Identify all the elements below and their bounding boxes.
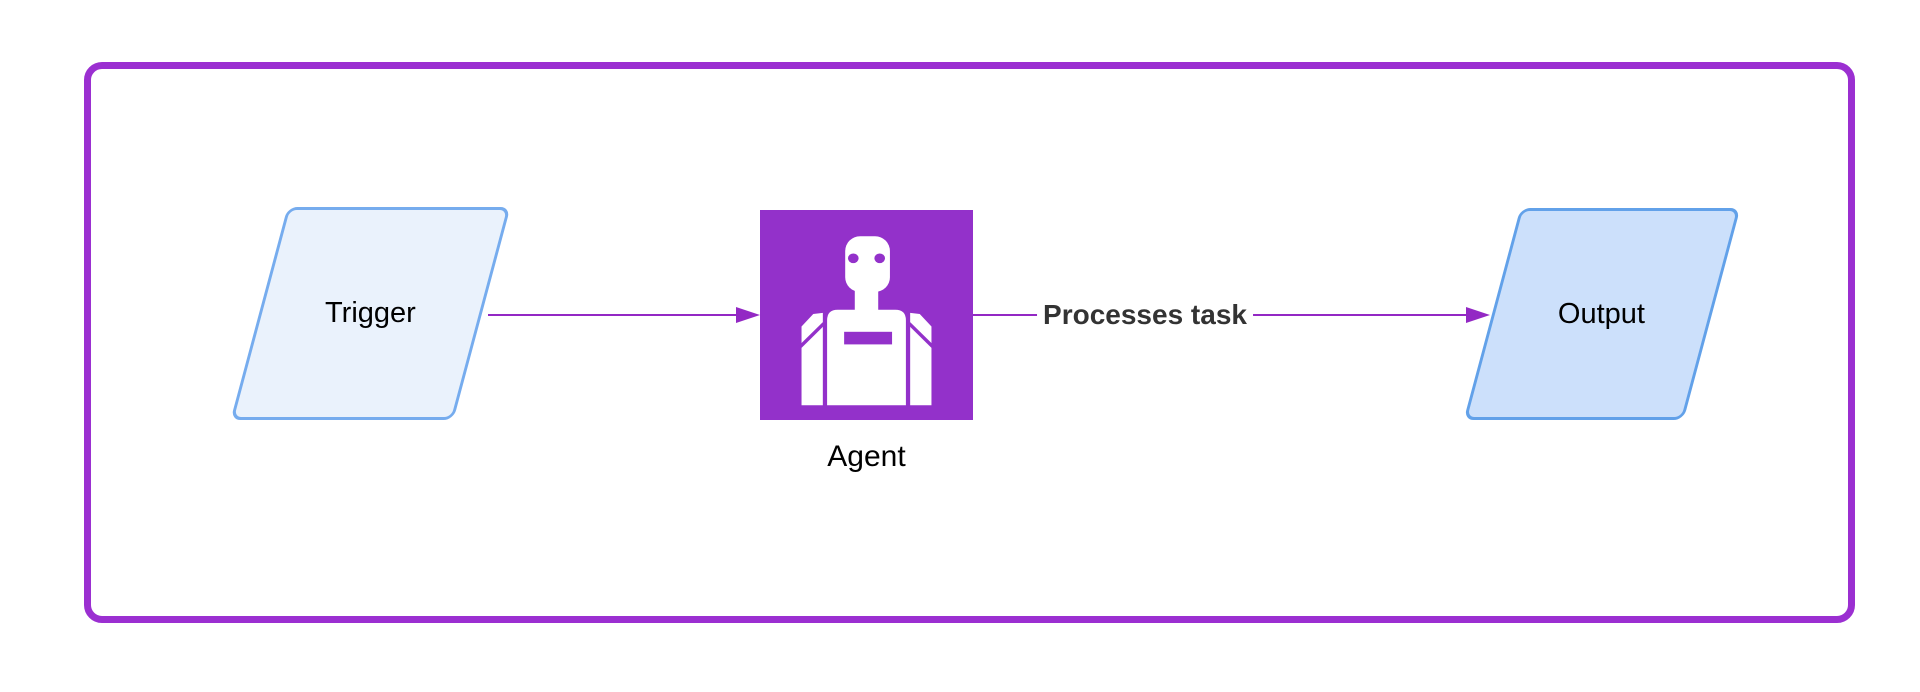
edge-trigger-agent-line [488, 314, 740, 316]
arrowhead-icon [1466, 307, 1490, 323]
trigger-label: Trigger [324, 297, 416, 330]
agent-label: Agent [827, 440, 906, 473]
arrowhead-icon [736, 307, 760, 323]
flow-frame [84, 62, 1855, 623]
output-label: Output [1557, 297, 1646, 330]
robot-icon [799, 236, 934, 406]
edge-label-processes-task: Processes task [1037, 299, 1253, 331]
node-agent [760, 210, 973, 420]
